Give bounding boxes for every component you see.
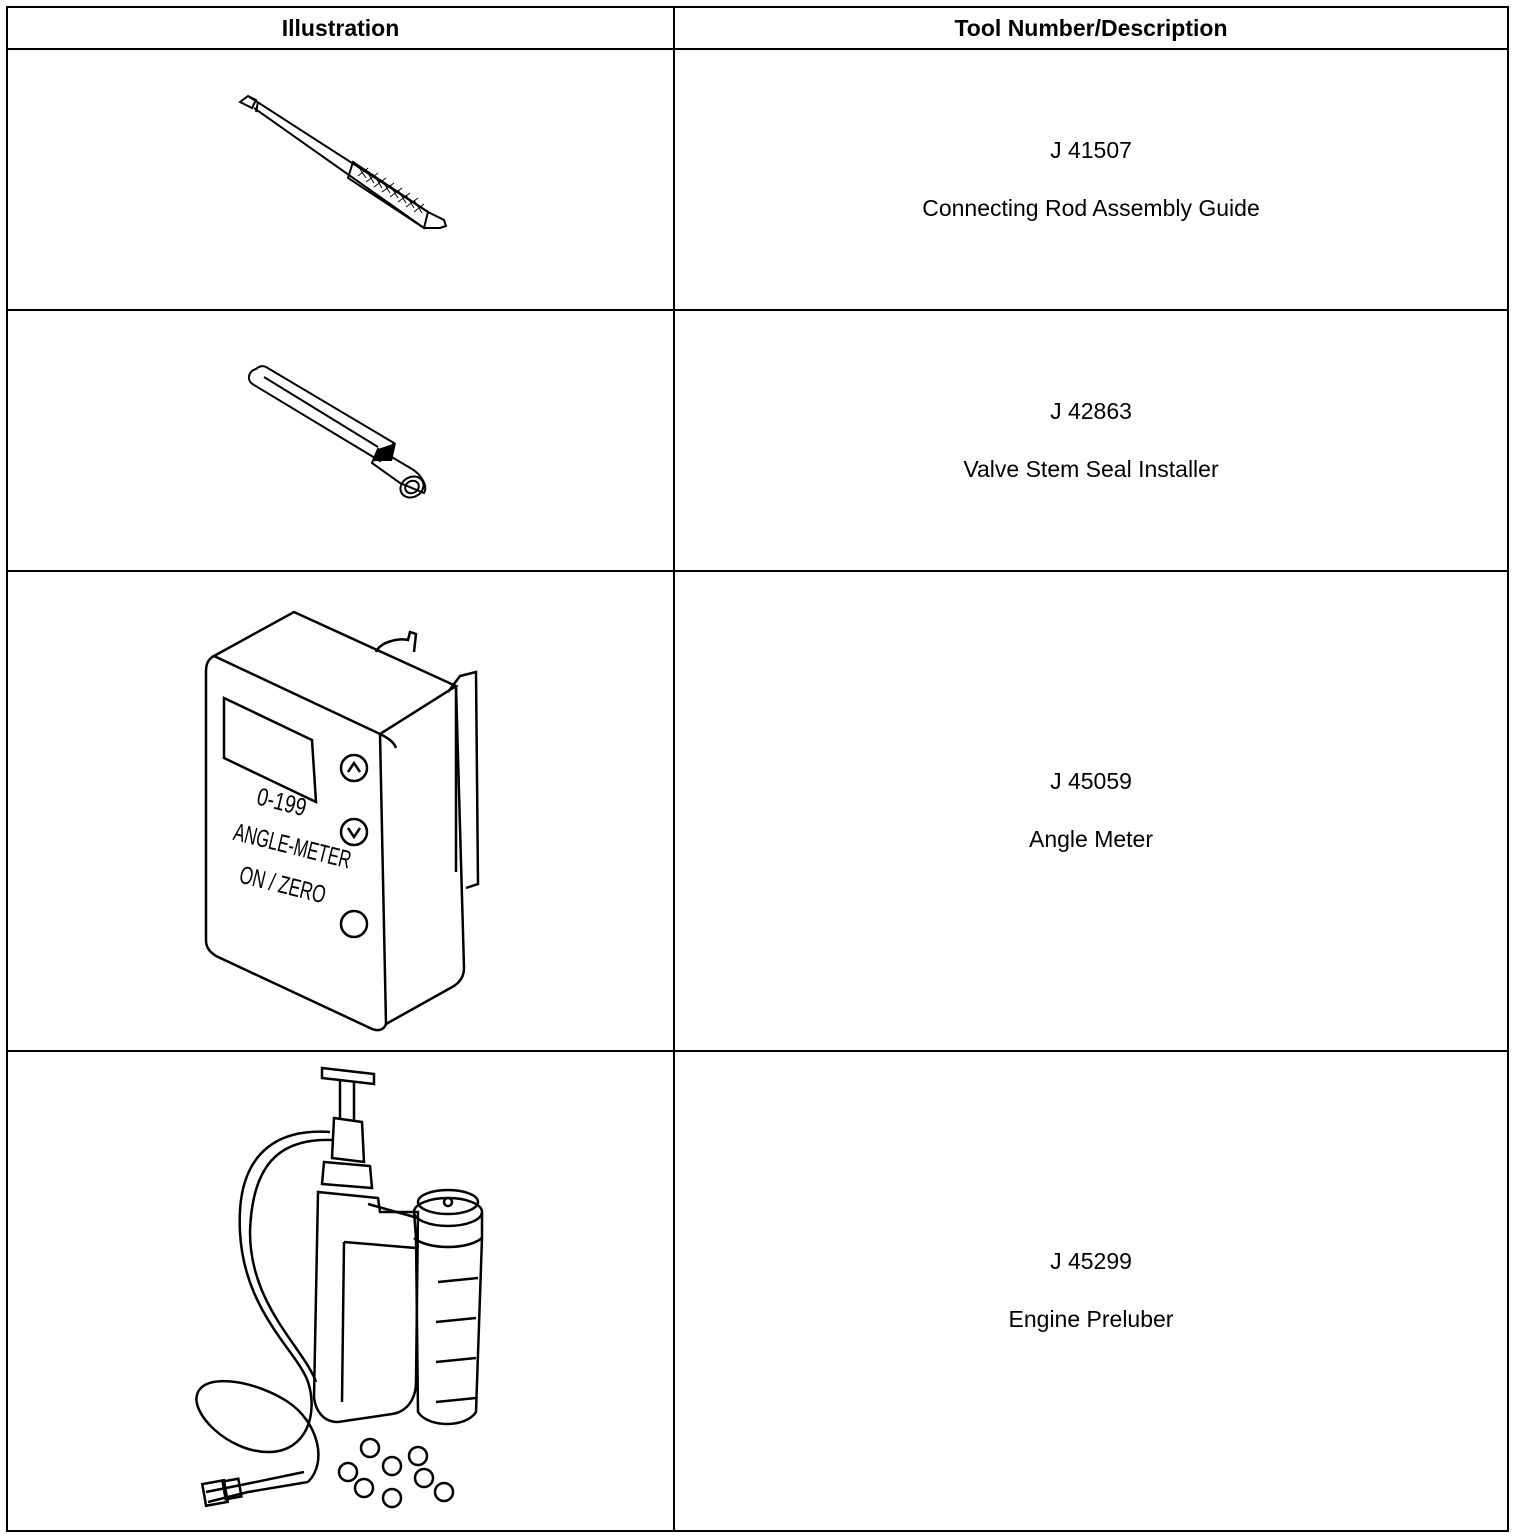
special-tools-table: Illustration Tool Number/Description — [6, 6, 1509, 1532]
tool-description: Angle Meter — [1028, 826, 1153, 852]
table-row: J 45299 Engine Preluber — [6, 1050, 1509, 1532]
angle-meter-button-label: ON / ZERO — [237, 861, 329, 909]
tool-number: J 42863 — [1050, 397, 1132, 424]
description-cell: J 45059 Angle Meter — [673, 570, 1509, 1052]
table-row: J 41507 Connecting Rod Assembly Guide — [6, 48, 1509, 311]
tool-description: Valve Stem Seal Installer — [963, 455, 1219, 482]
description-cell: J 41507 Connecting Rod Assembly Guide — [673, 48, 1509, 311]
illustration-cell — [6, 1050, 675, 1532]
description-cell: J 42863 Valve Stem Seal Installer — [673, 309, 1509, 572]
table-row: 0-199 ANGLE-METER ON / ZERO J 45059 Angl… — [6, 570, 1509, 1052]
tool-number: J 45299 — [1050, 1248, 1132, 1275]
angle-meter-range-label: 0-199 — [254, 783, 309, 822]
header-illustration: Illustration — [6, 6, 675, 50]
tool-number: J 41507 — [1050, 136, 1132, 163]
tool-number: J 45059 — [1050, 768, 1132, 795]
illustration-cell — [6, 309, 675, 572]
table-header-row: Illustration Tool Number/Description — [6, 6, 1509, 50]
description-cell: J 45299 Engine Preluber — [673, 1050, 1509, 1532]
engine-preluber-icon — [195, 1066, 484, 1509]
tool-description: Connecting Rod Assembly Guide — [922, 194, 1260, 221]
connecting-rod-guide-icon — [238, 94, 448, 230]
illustration-cell: 0-199 ANGLE-METER ON / ZERO — [6, 570, 675, 1052]
tool-description: Engine Preluber — [1008, 1306, 1174, 1332]
header-tool-number-description: Tool Number/Description — [673, 6, 1509, 50]
table-row: J 42863 Valve Stem Seal Installer — [6, 309, 1509, 572]
illustration-cell — [6, 48, 675, 311]
angle-meter-icon: 0-199 ANGLE-METER ON / ZERO — [204, 610, 480, 1032]
valve-stem-seal-installer-icon — [248, 365, 427, 499]
